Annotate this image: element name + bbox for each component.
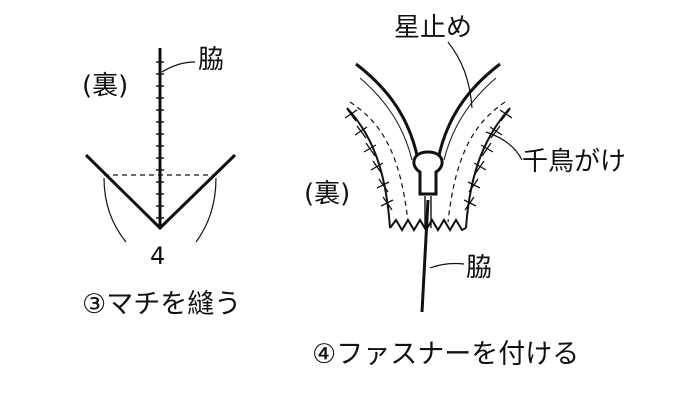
step4-side-leader xyxy=(429,262,465,269)
step4-left-outer-line xyxy=(355,62,420,161)
step4-right-outer-line xyxy=(436,62,501,161)
step4-right-stop-stitch-line xyxy=(443,77,497,161)
step4-right-fabric-edge xyxy=(465,107,511,229)
step4-right-herringbone xyxy=(463,108,513,211)
step4-left-dashed-line xyxy=(349,101,409,223)
step4-side-seam-line xyxy=(420,199,430,313)
step4-pinked-edge xyxy=(389,218,467,232)
step4-stitch-label: 千鳥がけ xyxy=(522,147,626,177)
step4-diagram: 星止め (裏) 千鳥がけ 脇 ④ファスナーを付ける xyxy=(304,13,626,370)
step4-left-fabric-edge xyxy=(346,107,391,229)
step3-number-label: 4 xyxy=(150,242,165,270)
step3-right-curve xyxy=(195,177,217,243)
step3-reverse-label: (裏) xyxy=(82,71,128,101)
step4-stop-label: 星止め xyxy=(394,13,472,43)
step3-caption: ③マチを縫う xyxy=(82,289,241,320)
step4-left-herringbone xyxy=(344,108,394,211)
step3-side-leader xyxy=(161,61,196,73)
step3-side-label: 脇 xyxy=(198,45,224,75)
step4-stop-stitch-line xyxy=(359,77,413,161)
step4-stop-leader xyxy=(447,41,473,109)
step4-stitch-leader xyxy=(485,131,523,161)
step4-side-label: 脇 xyxy=(466,253,492,283)
step3-diagram: (裏) 脇 4 ③マチを縫う xyxy=(82,45,241,320)
step3-left-curve xyxy=(103,177,127,243)
step3-gusset-v-line xyxy=(84,153,237,231)
step4-reverse-label: (裏) xyxy=(304,179,350,209)
step4-zipper-slider xyxy=(412,150,444,196)
step3-stitch-ticks xyxy=(156,61,164,219)
step4-caption: ④ファスナーを付ける xyxy=(312,339,579,370)
step4-right-dashed-line xyxy=(447,101,506,223)
